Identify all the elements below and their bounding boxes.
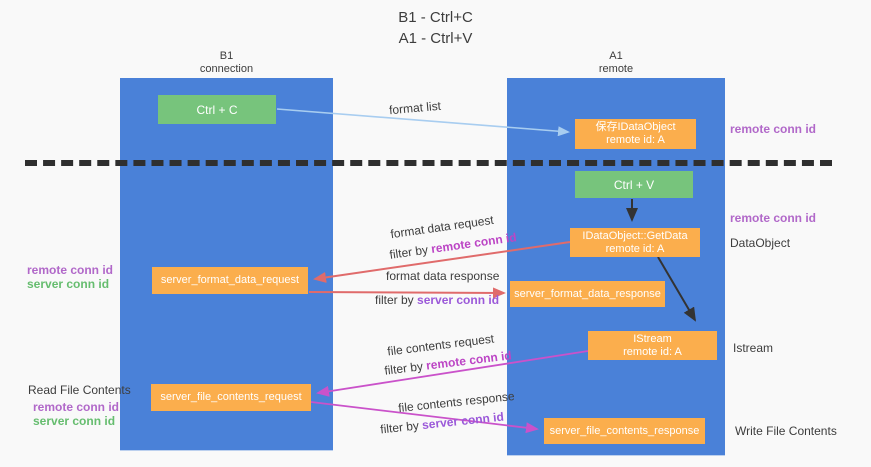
remote-conn-id-highlight: remote conn id: [430, 230, 518, 256]
title-line-1: B1 - Ctrl+C: [398, 9, 473, 26]
a1-subtitle: remote: [598, 63, 634, 75]
node-ctrl-c: Ctrl + C: [158, 95, 276, 124]
node-server-file-contents-request-label: server_file_contents_request: [160, 391, 302, 403]
node-save-idataobject-line2: remote id: A: [606, 134, 665, 146]
node-server-file-contents-request: server_file_contents_request: [151, 384, 311, 411]
annotation-server-conn-id-left-1: server conn id: [27, 277, 110, 291]
node-server-format-data-request-label: server_format_data_request: [160, 274, 300, 286]
b1-name: B1: [219, 50, 234, 62]
title-line-2: A1 - Ctrl+V: [398, 30, 473, 47]
node-istream-line2: remote id: A: [623, 345, 682, 358]
node-istream-line1: IStream: [633, 332, 672, 345]
filter-by-text: filter by: [379, 418, 423, 437]
node-server-file-contents-response: server_file_contents_response: [544, 418, 705, 444]
server-conn-id-highlight: server conn id: [417, 293, 500, 307]
annotation-read-file-contents: Read File Contents: [28, 383, 131, 397]
node-save-idataobject: 保存IDataObject remote id: A: [575, 119, 696, 149]
annotation-remote-conn-id-mid: remote conn id: [730, 211, 817, 225]
filter-by-text: filter by: [375, 293, 418, 307]
b1-subtitle: connection: [199, 63, 254, 75]
a1-name: A1: [609, 50, 623, 62]
annotation-dataobject: DataObject: [730, 236, 791, 250]
label-format-list: format list: [388, 98, 442, 118]
annotation-remote-conn-id-left-1: remote conn id: [27, 263, 114, 277]
node-server-format-data-response: server_format_data_response: [510, 281, 665, 307]
server-conn-id-highlight: server conn id: [421, 409, 505, 433]
annotation-istream: Istream: [733, 341, 774, 355]
diagram-title: B1 - Ctrl+C A1 - Ctrl+V: [0, 7, 871, 49]
node-istream: IStream remote id: A: [588, 331, 717, 360]
b1-column-header: B1 connection: [120, 50, 333, 76]
a1-column-header: A1 remote: [507, 50, 725, 76]
annotation-remote-conn-id-left-2: remote conn id: [33, 400, 120, 414]
node-server-format-data-response-label: server_format_data_response: [514, 287, 661, 300]
node-ctrl-v-label: Ctrl + V: [613, 177, 655, 192]
label-format-data-response: format data response: [386, 269, 500, 283]
node-idataobject-getdata: IDataObject::GetData remote id: A: [570, 228, 700, 257]
node-server-file-contents-response-label: server_file_contents_response: [549, 424, 700, 437]
annotation-server-conn-id-left-2: server conn id: [33, 414, 116, 428]
node-idataobject-getdata-line1: IDataObject::GetData: [582, 229, 688, 242]
annotation-remote-conn-id-top: remote conn id: [730, 122, 817, 136]
annotation-write-file-contents: Write File Contents: [735, 424, 837, 438]
dashed-divider: [25, 160, 832, 166]
node-ctrl-v: Ctrl + V: [575, 171, 693, 198]
label-filter-by-server-1: filter by server conn id: [375, 293, 499, 307]
node-idataobject-getdata-line2: remote id: A: [605, 242, 665, 255]
filter-by-text: filter by: [383, 358, 428, 378]
node-save-idataobject-line1: 保存IDataObject: [595, 121, 676, 133]
filter-by-text: filter by: [388, 242, 433, 262]
node-server-format-data-request: server_format_data_request: [152, 267, 308, 294]
node-ctrl-c-label: Ctrl + C: [196, 102, 238, 117]
